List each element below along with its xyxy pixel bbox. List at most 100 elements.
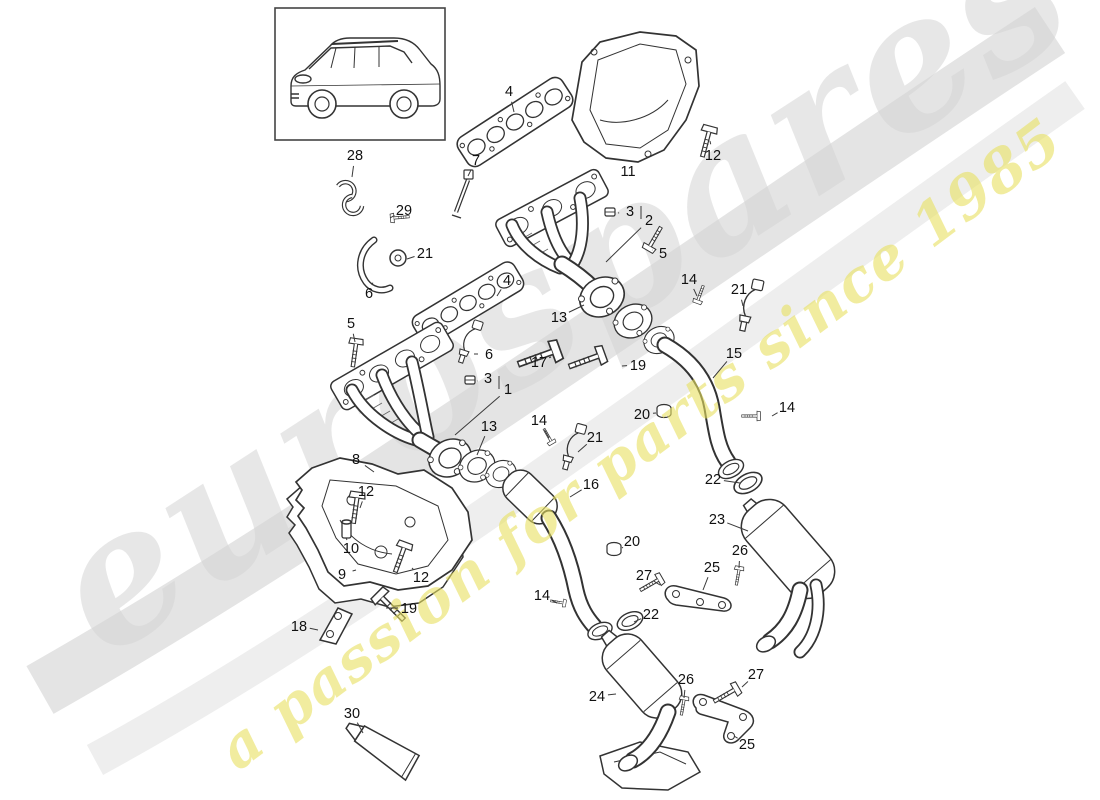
part-exhaust-manifold-left (330, 321, 479, 485)
leader-line-29 (389, 215, 395, 219)
part-number-3: 3 (484, 371, 492, 387)
leader-line-12 (359, 501, 363, 509)
part-sensor-7 (451, 169, 474, 219)
part-number-3: 3 (626, 204, 634, 220)
leader-line-21 (577, 443, 588, 453)
part-number-9: 9 (338, 567, 346, 583)
part-number-26: 26 (732, 543, 748, 559)
part-number-23: 23 (709, 512, 725, 528)
leader-line-21 (406, 256, 415, 260)
part-heat-shield-11 (571, 31, 700, 163)
leader-line-15 (712, 361, 728, 379)
leader-line-8 (364, 465, 375, 473)
part-number-25: 25 (704, 560, 720, 576)
leader-line-14 (771, 412, 778, 417)
part-clip-3-top (604, 207, 616, 217)
leader-line-6 (371, 282, 374, 286)
part-number-19: 19 (630, 358, 646, 374)
part-number-14: 14 (779, 400, 795, 416)
part-bracket-6 (356, 236, 407, 294)
part-number-20: 20 (634, 407, 650, 423)
part-number-12: 12 (358, 484, 374, 500)
part-number-4: 4 (505, 84, 513, 100)
part-number-29: 29 (396, 203, 412, 219)
part-number-6: 6 (485, 347, 493, 363)
part-number-12: 12 (413, 570, 429, 586)
part-number-14: 14 (531, 413, 547, 429)
leader-line-4 (511, 101, 515, 113)
leader-line-14 (543, 429, 550, 439)
leader-line-22 (723, 480, 741, 484)
leader-line-25 (733, 735, 738, 739)
part-number-27: 27 (748, 667, 764, 683)
part-number-19: 19 (401, 601, 417, 617)
leader-line-12 (709, 140, 712, 145)
part-number-26: 26 (678, 672, 694, 688)
leader-line-7 (467, 169, 472, 177)
part-number-28: 28 (347, 148, 363, 164)
part-number-1: 1 (504, 382, 512, 398)
leader-line-2 (605, 227, 642, 263)
part-number-14: 14 (534, 588, 550, 604)
leader-line-23 (727, 522, 749, 532)
part-number-13: 13 (481, 419, 497, 435)
part-stud-14-right (739, 409, 763, 423)
part-number-12: 12 (705, 148, 721, 164)
part-number-5: 5 (659, 246, 667, 262)
part-oval-gasket-22-bottom (613, 607, 647, 635)
part-number-4: 4 (503, 273, 511, 289)
part-number-6: 6 (365, 286, 373, 302)
part-clip-3-left (464, 375, 476, 385)
leader-line-10 (345, 537, 348, 541)
leader-line-25 (702, 577, 709, 591)
part-number-30: 30 (344, 706, 360, 722)
part-number-15: 15 (726, 346, 742, 362)
leader-line-13 (476, 435, 486, 456)
part-number-18: 18 (291, 619, 307, 635)
part-catalytic-converter-23 (740, 497, 836, 659)
leader-line-9 (352, 569, 357, 572)
part-front-pipe-16 (502, 469, 616, 644)
part-front-pipe-15 (656, 336, 748, 484)
part-number-14: 14 (681, 272, 697, 288)
leader-line-28 (351, 165, 355, 178)
leader-line-5 (352, 333, 356, 343)
part-number-17: 17 (531, 355, 547, 371)
part-bolt-26-upper (730, 564, 746, 588)
leader-line-14 (551, 599, 558, 604)
part-number-13: 13 (551, 310, 567, 326)
leader-line-20 (621, 546, 624, 549)
car-thumbnail (274, 7, 446, 141)
leader-line-27 (653, 580, 661, 586)
part-number-24: 24 (589, 689, 605, 705)
part-number-8: 8 (352, 452, 360, 468)
part-bracket-25-upper (664, 585, 732, 612)
leader-line-24 (607, 693, 617, 696)
part-number-22: 22 (705, 472, 721, 488)
part-number-27: 27 (636, 568, 652, 584)
part-catalytic-converter-24 (600, 629, 683, 772)
part-number-20: 20 (624, 534, 640, 550)
leader-line-27 (741, 681, 749, 688)
part-clamps-28 (336, 179, 365, 217)
leader-line-30 (356, 722, 364, 734)
part-bracket-18 (318, 607, 354, 645)
leader-line-22 (633, 618, 642, 623)
leader-line-1 (454, 395, 501, 436)
watermark-swoosh (26, 7, 1085, 775)
part-nut-20-bottom (606, 541, 622, 557)
leader-line-17 (548, 356, 552, 359)
part-number-11: 11 (620, 164, 635, 180)
part-number-16: 16 (583, 477, 599, 493)
part-number-10: 10 (343, 541, 359, 557)
leader-line-18 (309, 627, 319, 631)
part-stud-14-bottom (548, 595, 568, 609)
leader-line-12 (411, 567, 414, 570)
part-number-2: 2 (645, 213, 653, 229)
leader-line-13 (568, 304, 585, 313)
part-number-22: 22 (643, 607, 659, 623)
part-number-21: 21 (587, 430, 603, 446)
